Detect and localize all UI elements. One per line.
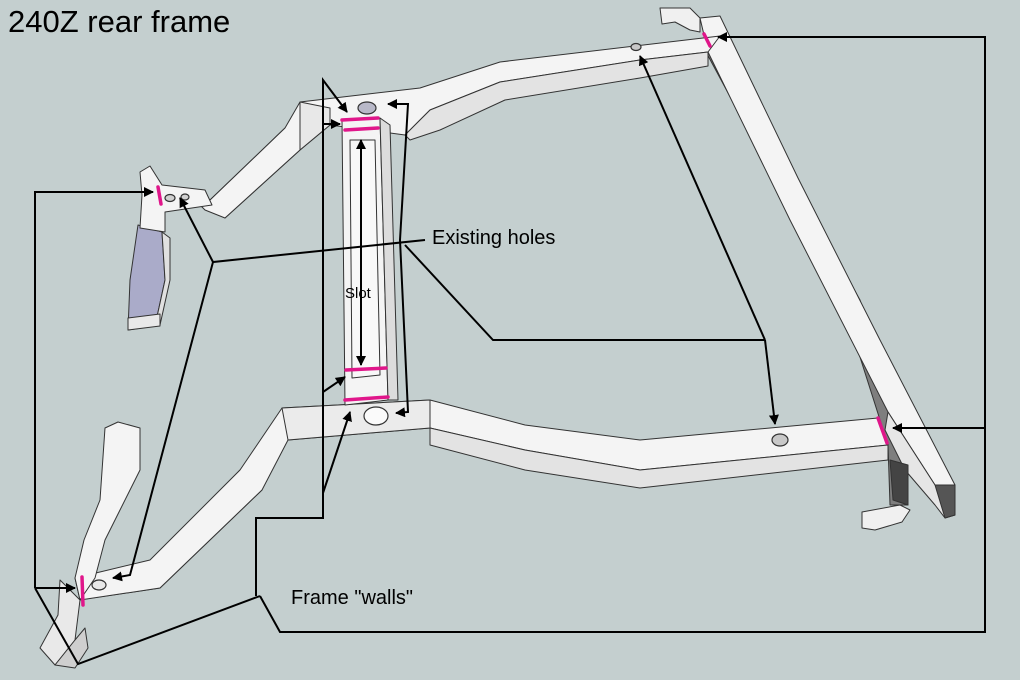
walls-leader-left-bracket [34,187,154,588]
hole-lower-rail-centre [363,406,389,426]
upper-rail-front-2 [299,101,331,151]
holes-leader-centre-up [387,99,410,241]
slot-label: Slot [345,285,371,302]
weld-upper-centre-2 [343,126,380,132]
hole-lower-left-piece [91,579,107,591]
weld-lower-centre-1 [344,366,388,372]
holes-leader-down-left [112,261,214,582]
frame-body [39,7,956,669]
hole-lower-rail-right [771,433,789,447]
walls-leader-diag [34,587,261,666]
lower-rail-front-2 [429,427,889,489]
existing-holes [91,42,789,591]
right-crossmember-end-dark [889,459,909,506]
weld-lower-left-piece [80,575,85,607]
right-crossmember-end [934,484,956,519]
walls-leader-right [259,32,986,633]
holes-leader-right-up [639,55,766,341]
existing-holes-label: Existing holes [432,227,556,249]
bottom-bracket [861,504,911,531]
lower-rail-top [74,399,889,601]
walls-leader-centre-2 [322,411,352,494]
lower-left-piece-edge [54,627,89,669]
holes-leader-centre-down [395,239,410,418]
upper-left-piece-foot [127,313,161,331]
holes-leader-right [404,244,765,341]
hole-upper-rail-centre [357,101,377,115]
top-bracket [659,7,701,33]
walls-leader-centre-3 [322,376,346,393]
upper-left-piece-top [139,165,213,233]
diagram-title: 240Z rear frame [8,4,231,39]
weld-top-right [702,32,712,48]
frame-walls-label: Frame "walls" [291,587,413,609]
upper-rail-front [404,51,709,141]
weld-lower-centre-2 [343,395,390,402]
hole-upper-rail-right [630,42,642,52]
leader-lines [34,32,986,666]
weld-lower-right [876,416,889,445]
weld-upper-left-piece [156,185,163,206]
centre-crossbar-slot [349,139,381,379]
walls-leader-centre [255,77,348,596]
holes-leader-right-down [764,339,779,425]
weld-marks [80,32,889,607]
lower-left-piece-top [74,421,141,601]
hole-upper-left-piece-1 [164,193,176,203]
hole-upper-left-piece-2 [180,193,190,201]
weld-upper-centre-1 [340,116,380,122]
right-crossmember-top [699,15,956,486]
centre-crossbar-side [379,117,399,401]
